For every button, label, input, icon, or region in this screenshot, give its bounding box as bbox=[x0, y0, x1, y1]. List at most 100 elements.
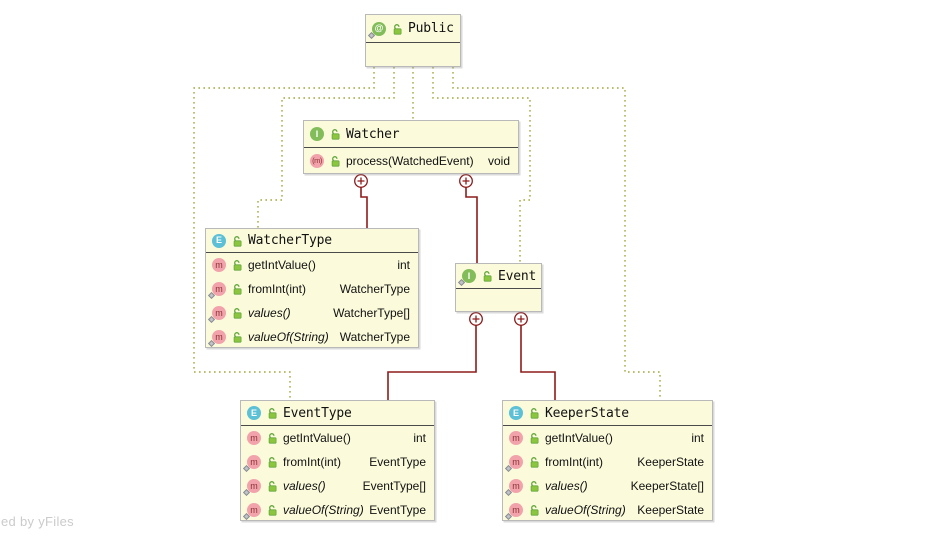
public-lock-icon bbox=[528, 456, 540, 468]
public-lock-icon bbox=[528, 432, 540, 444]
static-method-icon: m bbox=[242, 455, 261, 473]
class-node-eventtype[interactable]: E EventType m getIntValue() int m fromIn… bbox=[240, 400, 435, 521]
public-lock-icon bbox=[329, 128, 341, 140]
static-method-icon: m bbox=[504, 455, 523, 473]
method-row[interactable]: m getIntValue() int bbox=[503, 426, 712, 450]
method-icon: m bbox=[509, 431, 523, 445]
public-lock-icon bbox=[266, 407, 278, 419]
public-lock-icon bbox=[528, 480, 540, 492]
public-lock-icon bbox=[231, 331, 243, 343]
class-node-keeperstate[interactable]: E KeeperState m getIntValue() int m from… bbox=[502, 400, 713, 521]
expand-anchor[interactable] bbox=[459, 174, 473, 188]
empty-compartment bbox=[366, 43, 460, 66]
class-node-public[interactable]: @ Public bbox=[365, 14, 461, 67]
method-row[interactable]: m valueOf(String) EventType bbox=[241, 498, 434, 522]
method-return-type: int bbox=[413, 431, 426, 445]
class-node-watcher[interactable]: I Watcher (m) process(WatchedEvent) void bbox=[303, 120, 519, 174]
method-row[interactable]: m fromInt(int) WatcherType bbox=[206, 277, 418, 301]
class-title: EventType bbox=[283, 405, 352, 421]
method-row[interactable]: m values() EventType[] bbox=[241, 474, 434, 498]
method-row[interactable]: m values() WatcherType[] bbox=[206, 301, 418, 325]
annotation-icon: @ bbox=[367, 21, 386, 39]
class-title: WatcherType bbox=[248, 233, 332, 248]
class-title: Public bbox=[408, 21, 454, 36]
method-row[interactable]: m fromInt(int) KeeperState bbox=[503, 450, 712, 474]
public-lock-icon bbox=[329, 155, 341, 167]
method-name: values() bbox=[545, 479, 588, 493]
expand-anchor[interactable] bbox=[469, 312, 483, 326]
method-icon: m bbox=[212, 258, 226, 272]
method-row[interactable]: m valueOf(String) KeeperState bbox=[503, 498, 712, 522]
method-name: valueOf(String) bbox=[248, 330, 329, 344]
static-method-icon: m bbox=[504, 503, 523, 521]
public-lock-icon bbox=[528, 504, 540, 516]
static-method-icon: m bbox=[242, 503, 261, 521]
method-name: fromInt(int) bbox=[248, 282, 307, 296]
class-title: Watcher bbox=[346, 126, 400, 142]
enum-icon: E bbox=[509, 406, 523, 420]
method-row[interactable]: m getIntValue() int bbox=[206, 253, 418, 277]
method-name: valueOf(String) bbox=[283, 503, 364, 517]
method-return-type: WatcherType bbox=[339, 330, 410, 344]
empty-compartment bbox=[456, 289, 541, 311]
method-return-type: EventType[] bbox=[362, 479, 426, 493]
method-row[interactable]: m values() KeeperState[] bbox=[503, 474, 712, 498]
class-node-event[interactable]: I Event bbox=[455, 263, 542, 312]
method-return-type: KeeperState[] bbox=[630, 479, 704, 493]
public-lock-icon bbox=[481, 270, 493, 282]
method-return-type: int bbox=[691, 431, 704, 445]
edge-watcher-watchertype bbox=[360, 187, 368, 228]
method-return-type: void bbox=[487, 154, 510, 168]
expand-anchor[interactable] bbox=[514, 312, 528, 326]
yfiles-watermark: ed by yFiles bbox=[1, 514, 74, 529]
public-lock-icon bbox=[231, 307, 243, 319]
public-lock-icon bbox=[266, 480, 278, 492]
interface-icon: I bbox=[457, 269, 476, 287]
method-icon: m bbox=[247, 431, 261, 445]
method-name: values() bbox=[283, 479, 326, 493]
class-title: KeeperState bbox=[545, 405, 629, 421]
public-lock-icon bbox=[391, 23, 403, 35]
method-row[interactable]: m getIntValue() int bbox=[241, 426, 434, 450]
method-name: values() bbox=[248, 306, 291, 320]
method-row[interactable]: m fromInt(int) EventType bbox=[241, 450, 434, 474]
method-row[interactable]: m valueOf(String) WatcherType bbox=[206, 325, 418, 349]
method-return-type: EventType bbox=[369, 455, 426, 469]
static-method-icon: m bbox=[242, 479, 261, 497]
class-title: Event bbox=[498, 268, 537, 284]
edge-public-event bbox=[432, 67, 531, 263]
public-lock-icon bbox=[266, 456, 278, 468]
edge-watcher-event bbox=[465, 187, 478, 263]
edge-public-keeperstate bbox=[452, 67, 661, 400]
edge-event-keeperstate bbox=[520, 325, 556, 400]
class-node-watchertype[interactable]: E WatcherType m getIntValue() int m from… bbox=[205, 228, 419, 348]
method-return-type: KeeperState bbox=[637, 503, 704, 517]
method-return-type: int bbox=[397, 258, 410, 272]
method-name: getIntValue() bbox=[248, 258, 316, 272]
method-return-type: WatcherType[] bbox=[333, 306, 410, 320]
method-return-type: KeeperState bbox=[637, 455, 704, 469]
abstract-method-icon: (m) bbox=[310, 154, 324, 168]
method-name: fromInt(int) bbox=[283, 455, 342, 469]
public-lock-icon bbox=[528, 407, 540, 419]
method-name: process(WatchedEvent) bbox=[346, 154, 474, 168]
method-name: fromInt(int) bbox=[545, 455, 604, 469]
static-method-icon: m bbox=[207, 306, 226, 324]
public-lock-icon bbox=[231, 259, 243, 271]
edge-public-watchertype bbox=[257, 67, 395, 228]
expand-anchor[interactable] bbox=[354, 174, 368, 188]
public-lock-icon bbox=[266, 504, 278, 516]
interface-icon: I bbox=[310, 127, 324, 141]
public-lock-icon bbox=[266, 432, 278, 444]
static-method-icon: m bbox=[207, 330, 226, 348]
enum-icon: E bbox=[212, 233, 226, 248]
method-return-type: WatcherType bbox=[339, 282, 410, 296]
method-return-type: EventType bbox=[369, 503, 426, 517]
enum-icon: E bbox=[247, 406, 261, 420]
edge-public-eventtype bbox=[193, 67, 375, 400]
method-row[interactable]: (m) process(WatchedEvent) void bbox=[304, 148, 518, 174]
method-name: getIntValue() bbox=[283, 431, 351, 445]
method-name: getIntValue() bbox=[545, 431, 613, 445]
